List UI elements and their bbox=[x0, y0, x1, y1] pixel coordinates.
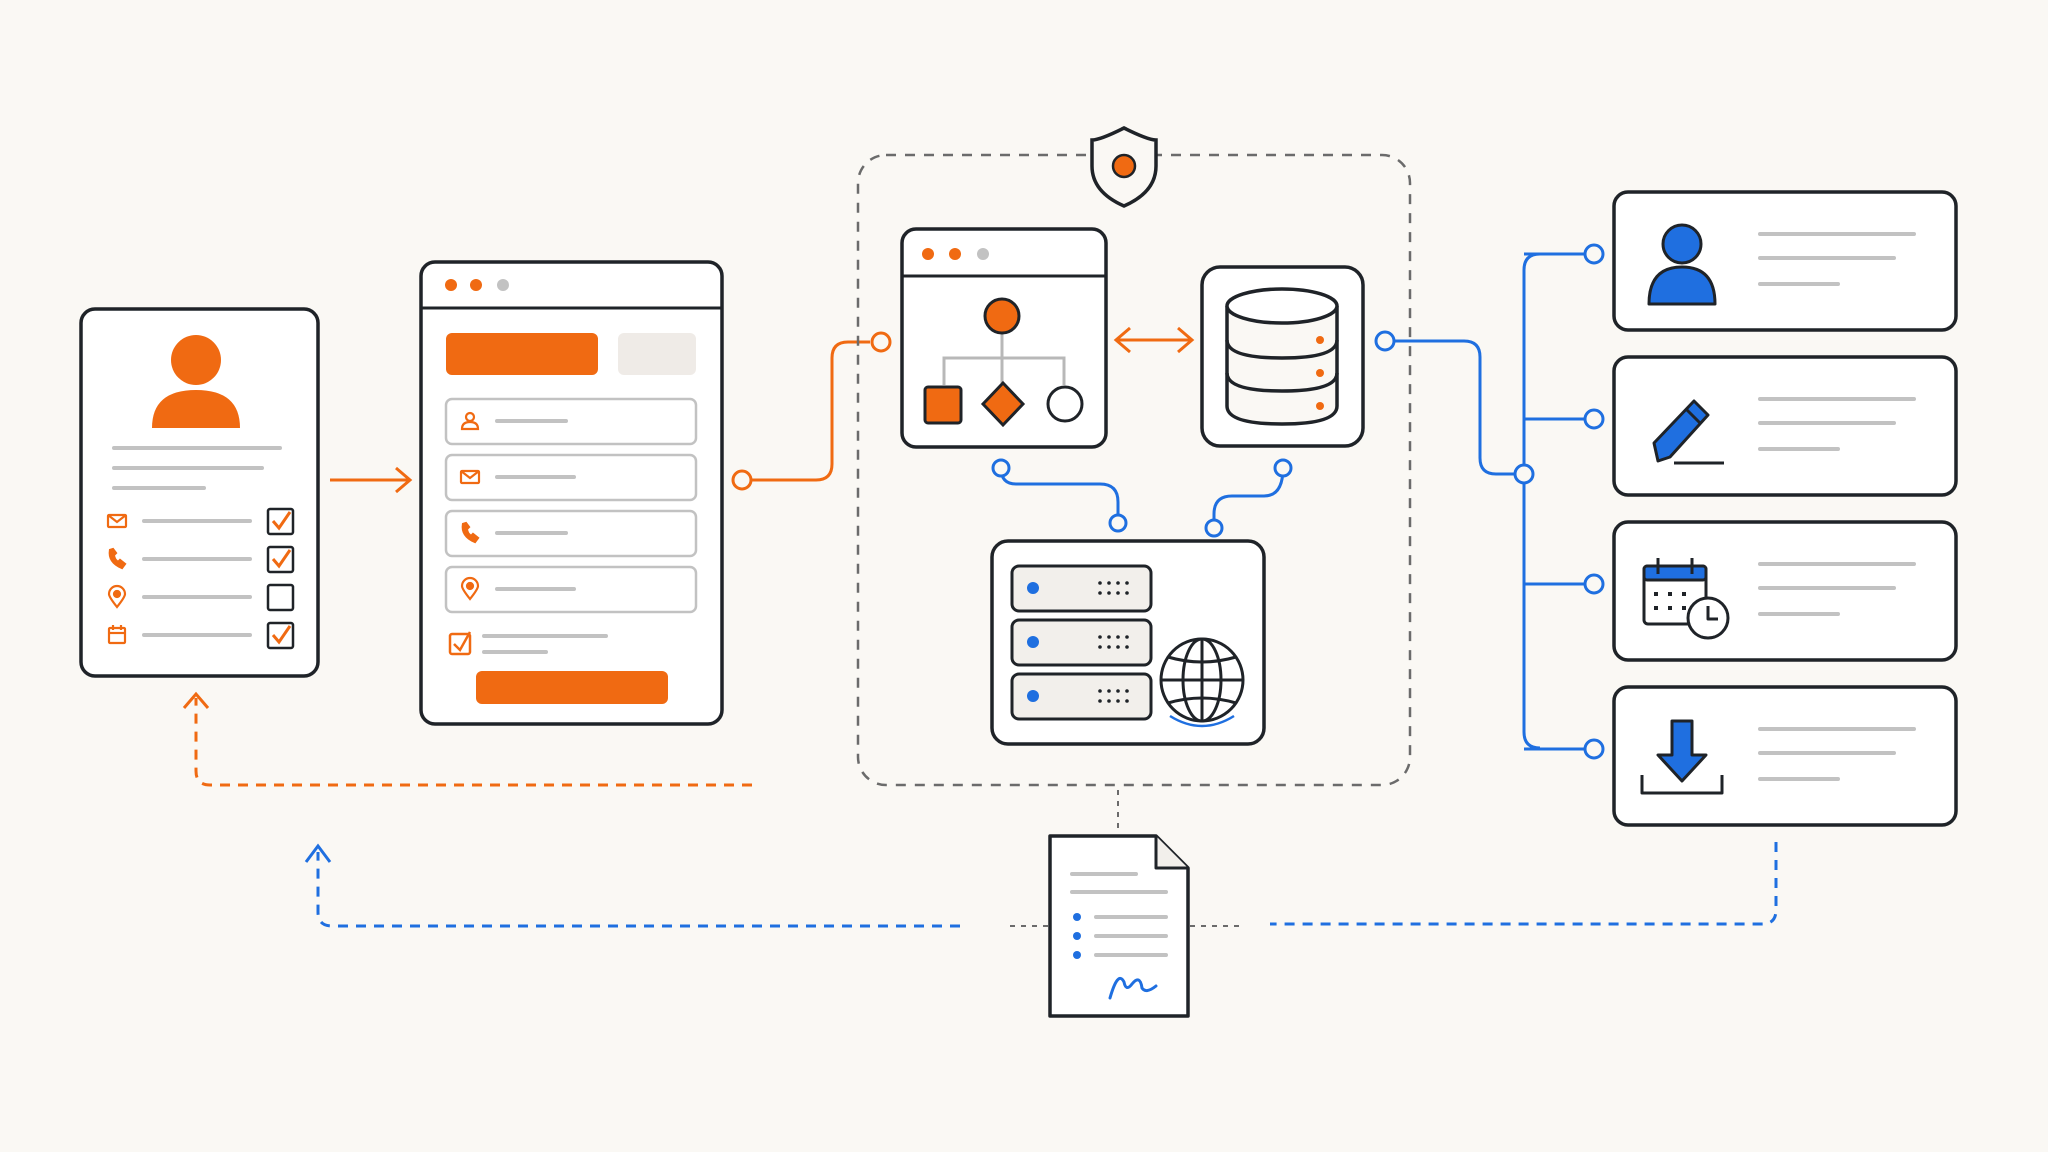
blue-feedback-path bbox=[1270, 842, 1778, 926]
shield-icon bbox=[1090, 126, 1158, 208]
feedback-loops bbox=[182, 691, 1778, 928]
secure-zone bbox=[856, 126, 1412, 787]
mail-icon bbox=[459, 469, 481, 485]
row-checkbox[interactable] bbox=[266, 621, 295, 650]
blue-feedback-path-left bbox=[316, 852, 960, 928]
row-checkbox[interactable] bbox=[266, 583, 295, 612]
consent-checkbox[interactable] bbox=[448, 631, 472, 656]
profile-row bbox=[106, 507, 295, 536]
profile-row bbox=[107, 583, 295, 612]
submit-button[interactable] bbox=[476, 671, 668, 704]
avatar-icon bbox=[152, 335, 240, 428]
form-fields bbox=[444, 397, 698, 614]
flowchart-icon bbox=[923, 297, 1084, 428]
row-checkbox[interactable] bbox=[266, 545, 295, 574]
form-window bbox=[419, 260, 724, 726]
workflow-window bbox=[900, 227, 1108, 449]
calendar-clock-icon bbox=[1642, 558, 1730, 640]
phone-icon bbox=[108, 547, 127, 570]
output-text-lines bbox=[1758, 397, 1916, 451]
arrow-profile-to-form bbox=[330, 466, 413, 494]
profile-card bbox=[79, 307, 320, 678]
output-text-lines bbox=[1758, 232, 1916, 286]
orange-feedback-path bbox=[194, 698, 752, 787]
output-card[interactable] bbox=[1612, 190, 1958, 332]
output-cards bbox=[1612, 190, 1958, 827]
server-unit bbox=[1010, 564, 1153, 613]
output-branch-lines bbox=[1523, 243, 1605, 760]
server-unit bbox=[1010, 618, 1153, 667]
row-checkbox[interactable] bbox=[266, 507, 295, 536]
form-field[interactable] bbox=[444, 509, 698, 558]
form-field[interactable] bbox=[444, 453, 698, 502]
form-field[interactable] bbox=[444, 565, 698, 614]
phone-icon bbox=[461, 521, 480, 544]
server-rack-icon bbox=[1010, 564, 1153, 721]
download-icon bbox=[1640, 719, 1724, 795]
output-text-lines bbox=[1758, 562, 1916, 616]
output-card[interactable] bbox=[1612, 520, 1958, 662]
globe-icon bbox=[1159, 637, 1245, 728]
server-connectors bbox=[991, 458, 1293, 538]
form-field[interactable] bbox=[444, 397, 698, 446]
primary-tab-button[interactable] bbox=[446, 333, 598, 375]
connector-form-to-workflow bbox=[731, 331, 892, 491]
database-icon bbox=[1225, 287, 1339, 426]
location-pin-icon bbox=[460, 576, 480, 601]
mail-icon bbox=[106, 513, 128, 529]
output-card[interactable] bbox=[1612, 685, 1958, 827]
secondary-tab-button[interactable] bbox=[618, 333, 696, 375]
profile-rows bbox=[106, 507, 295, 650]
location-pin-icon bbox=[107, 584, 127, 609]
sync-arrow bbox=[1113, 326, 1195, 354]
user-icon bbox=[460, 411, 480, 431]
output-text-lines bbox=[1758, 727, 1916, 781]
blue-feedback-arrowhead bbox=[304, 843, 332, 863]
signed-document bbox=[1048, 834, 1190, 1018]
calendar-icon bbox=[107, 625, 127, 645]
connector-database-to-outputs bbox=[1374, 243, 1605, 760]
signature-icon bbox=[1108, 977, 1158, 1000]
profile-text-lines bbox=[112, 446, 282, 490]
database bbox=[1200, 265, 1365, 448]
output-card[interactable] bbox=[1612, 355, 1958, 497]
server-unit bbox=[1010, 672, 1153, 721]
profile-row bbox=[107, 621, 295, 650]
profile-row bbox=[108, 545, 295, 574]
user-icon bbox=[1647, 223, 1717, 306]
orange-feedback-arrowhead bbox=[182, 691, 210, 709]
server-globe bbox=[990, 539, 1266, 746]
pencil-edit-icon bbox=[1652, 399, 1724, 465]
